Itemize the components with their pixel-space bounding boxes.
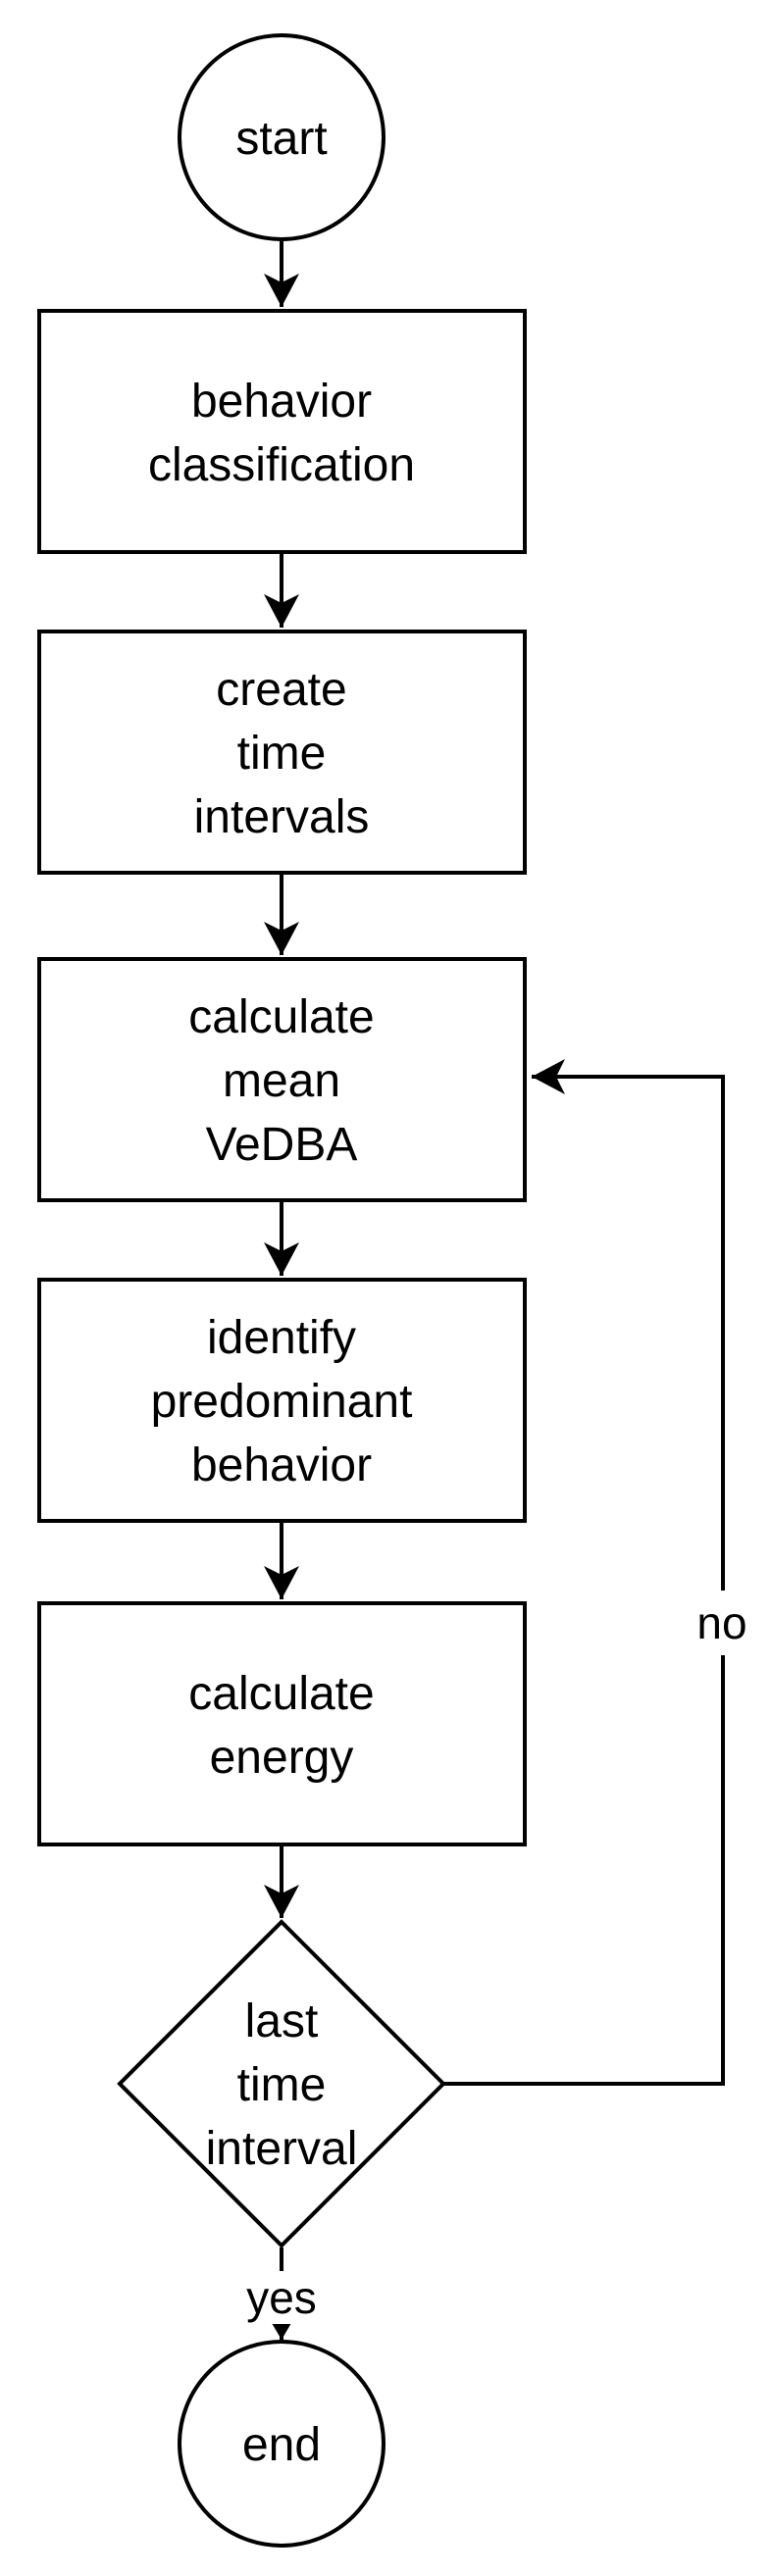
behavior-classification-box xyxy=(37,309,527,554)
calculate-mean-vedba-line2: mean xyxy=(223,1055,340,1107)
behavior-classification-line2: classification xyxy=(148,439,415,491)
identify-predominant-behavior-box xyxy=(37,1278,527,1523)
edges-layer xyxy=(264,241,725,2340)
no-label-background xyxy=(693,1591,751,1655)
calculate-mean-vedba-box xyxy=(37,957,527,1202)
end-circle xyxy=(178,2340,386,2548)
behavior-classification-line1: behavior xyxy=(191,376,372,428)
identify-predominant-behavior-line1: identify xyxy=(207,1312,356,1364)
node-calculate-mean-vedba: calculate mean VeDBA xyxy=(37,957,527,1202)
calculate-energy-line2: energy xyxy=(210,1732,354,1784)
node-end: end xyxy=(178,2340,386,2548)
last-time-interval-line2: time xyxy=(237,2059,327,2111)
node-start: start xyxy=(178,33,386,241)
arrow-no-last-time-interval-to-calculate-mean-vedba xyxy=(443,1059,725,2086)
node-identify-predominant-behavior: identify predominant behavior xyxy=(37,1278,527,1523)
node-create-time-intervals: create time intervals xyxy=(37,630,527,875)
start-circle xyxy=(178,33,386,241)
yes-label-background xyxy=(243,2271,320,2324)
last-time-interval-line3: interval xyxy=(206,2123,358,2175)
node-calculate-energy: calculate energy xyxy=(37,1601,527,1846)
calculate-energy-line1: calculate xyxy=(188,1668,374,1720)
edge-labels-layer: no yes xyxy=(243,1591,751,2324)
node-last-time-interval: last time interval xyxy=(117,1919,446,2248)
no-edge-label: no xyxy=(696,1597,746,1648)
end-label: end xyxy=(242,2419,321,2471)
calculate-mean-vedba-line1: calculate xyxy=(188,991,374,1043)
identify-predominant-behavior-line2: predominant xyxy=(151,1376,413,1428)
node-behavior-classification: behavior classification xyxy=(37,309,527,554)
calculate-mean-vedba-line3: VeDBA xyxy=(206,1119,358,1171)
last-time-interval-diamond xyxy=(117,1919,446,2248)
create-time-intervals-box xyxy=(37,630,527,875)
identify-predominant-behavior-line3: behavior xyxy=(191,1440,372,1491)
calculate-energy-box xyxy=(37,1601,527,1846)
yes-edge-label: yes xyxy=(246,2272,317,2323)
last-time-interval-line1: last xyxy=(245,1995,319,2047)
create-time-intervals-line3: intervals xyxy=(194,791,370,843)
start-label: start xyxy=(235,113,327,165)
create-time-intervals-line1: create xyxy=(216,664,346,716)
create-time-intervals-line2: time xyxy=(237,728,327,780)
